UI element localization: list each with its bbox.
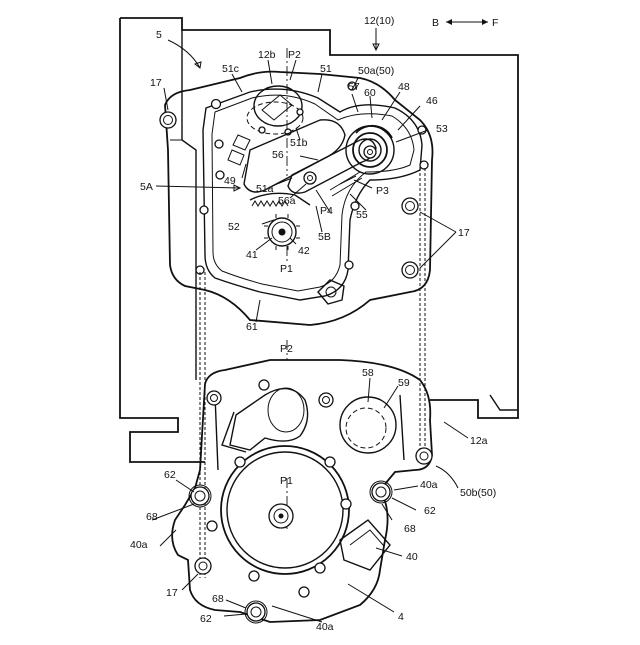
label-17-bottom: 17	[166, 587, 178, 599]
label-53: 53	[436, 123, 448, 135]
label-40a-bottom: 40a	[316, 621, 334, 633]
label-41: 41	[246, 249, 258, 261]
pinion-gear-41	[264, 214, 300, 250]
label-P2-lower: P2	[280, 343, 293, 355]
direction-indicator: B F	[432, 17, 498, 29]
label-5B: 5B	[318, 231, 331, 243]
label-40a-left: 40a	[130, 539, 148, 551]
label-P1-upper: P1	[280, 263, 293, 275]
label-P4: P4	[320, 205, 333, 217]
label-5: 5	[156, 29, 162, 41]
label-55: 55	[356, 209, 368, 221]
label-57: 57	[348, 81, 360, 93]
label-42: 42	[298, 245, 310, 257]
label-17-top: 17	[150, 77, 162, 89]
direction-front-label: F	[492, 17, 498, 29]
label-60: 60	[364, 87, 376, 99]
label-48: 48	[398, 81, 410, 93]
label-17-right: 17	[458, 227, 470, 239]
label-49: 49	[224, 175, 236, 187]
label-12a: 12a	[470, 435, 488, 447]
label-68-bottom: 68	[212, 593, 224, 605]
label-51c: 51c	[222, 63, 239, 75]
label-12b: 12b	[258, 49, 276, 61]
direction-back-label: B	[432, 17, 439, 29]
label-56: 56	[272, 149, 284, 161]
label-62-left: 62	[164, 469, 176, 481]
label-52: 52	[228, 221, 240, 233]
label-58: 58	[362, 367, 374, 379]
label-P2-upper: P2	[288, 49, 301, 61]
label-51: 51	[320, 63, 332, 75]
label-50a-50: 50a(50)	[358, 65, 394, 77]
label-51a: 51a	[256, 183, 274, 195]
label-40: 40	[406, 551, 418, 563]
axis-lines	[200, 48, 425, 578]
label-62-bottom: 62	[200, 613, 212, 625]
label-40a-right: 40a	[420, 479, 438, 491]
label-68-left: 68	[146, 511, 158, 523]
label-59: 59	[398, 377, 410, 389]
label-5A: 5A	[140, 181, 153, 193]
label-12-10: 12(10)	[364, 15, 394, 27]
label-68-right: 68	[404, 523, 416, 535]
label-61: 61	[246, 321, 258, 333]
shift-drum-shaft	[346, 126, 394, 174]
label-P3: P3	[376, 185, 389, 197]
transmission-cover-5	[160, 72, 433, 325]
label-46: 46	[426, 95, 438, 107]
label-4: 4	[398, 611, 404, 623]
motor-cover-4	[172, 360, 432, 623]
label-50b-50: 50b(50)	[460, 487, 496, 499]
label-P1-lower: P1	[280, 475, 293, 487]
label-51b: 51b	[290, 137, 308, 149]
label-62-right: 62	[424, 505, 436, 517]
label-56a: 56a	[278, 195, 296, 207]
